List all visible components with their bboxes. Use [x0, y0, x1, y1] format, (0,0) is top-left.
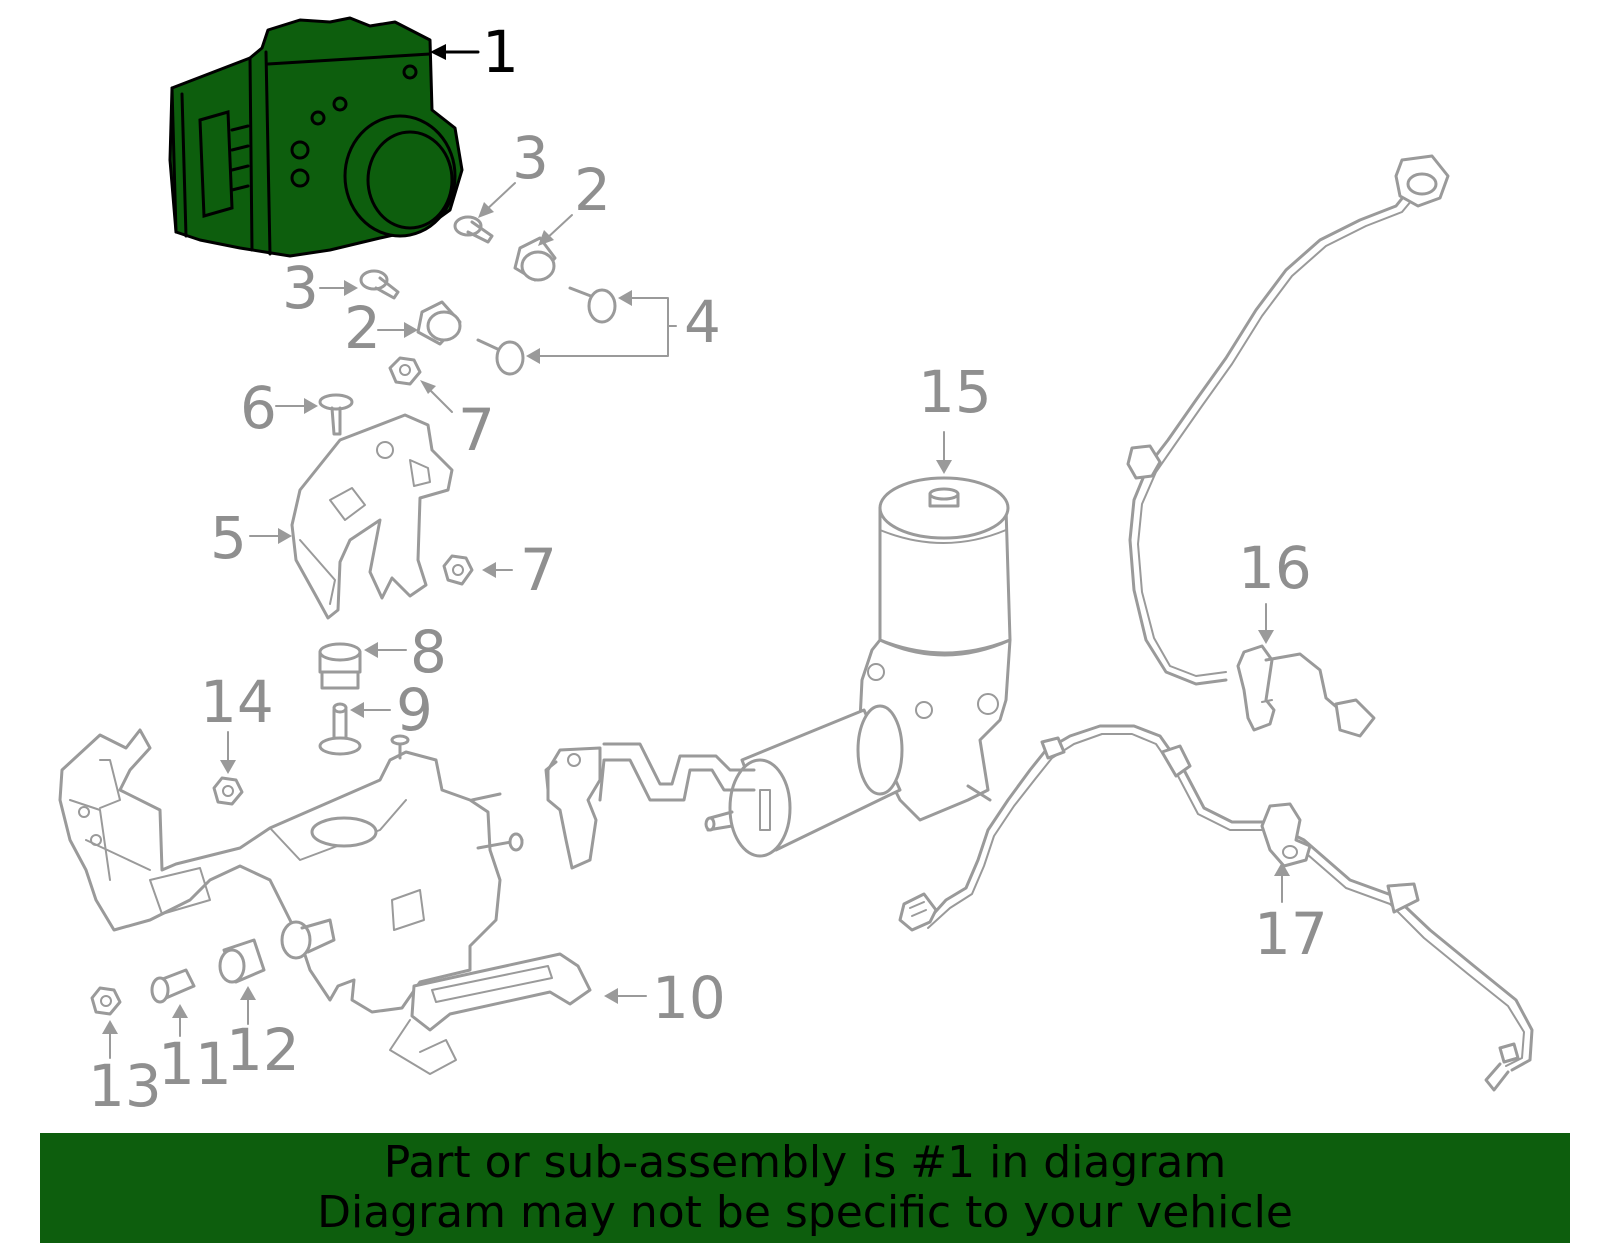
nut-part-7-upper[interactable]: [388, 356, 422, 386]
callout-9: 9: [396, 676, 433, 744]
nut-part-7-lower[interactable]: [442, 554, 474, 586]
bracket-part-10[interactable]: [410, 952, 592, 1032]
bushing-part-2-lower[interactable]: [416, 300, 462, 346]
pump-motor-part-15[interactable]: [544, 476, 1012, 870]
callout-15: 15: [918, 358, 992, 426]
callout-7-lower: 7: [520, 536, 557, 604]
callout-12: 12: [226, 1016, 300, 1084]
callout-14: 14: [200, 668, 274, 736]
banner-line-1: Part or sub-assembly is #1 in diagram: [383, 1137, 1227, 1188]
callout-2-upper: 2: [574, 156, 611, 224]
callout-8: 8: [410, 618, 447, 686]
bolt-part-4-upper[interactable]: [568, 286, 617, 324]
callout-17: 17: [1254, 900, 1328, 968]
bolt-part-4-lower[interactable]: [476, 338, 525, 376]
bushing-part-12[interactable]: [218, 938, 266, 984]
grommet-part-8[interactable]: [318, 642, 362, 690]
callout-7-upper: 7: [458, 396, 495, 464]
callout-10: 10: [652, 964, 726, 1032]
bolt-part-3-upper[interactable]: [453, 215, 494, 244]
bracket-frame-assembly[interactable]: [58, 728, 524, 1075]
callout-11: 11: [158, 1030, 232, 1098]
bolt-part-6[interactable]: [318, 393, 354, 436]
callout-6: 6: [240, 374, 277, 442]
callout-3-upper: 3: [512, 124, 549, 192]
nut-part-13[interactable]: [90, 986, 122, 1016]
callout-13: 13: [88, 1052, 162, 1120]
callout-1: 1: [482, 18, 519, 86]
collar-part-9[interactable]: [318, 702, 362, 756]
speed-sensor-harness-part-16[interactable]: [1126, 154, 1450, 738]
callout-2-lower: 2: [344, 294, 381, 362]
bracket-part-5[interactable]: [290, 413, 454, 620]
collar-part-11[interactable]: [150, 968, 196, 1004]
disclaimer-banner: Part or sub-assembly is #1 in diagram Di…: [40, 1133, 1570, 1243]
speed-sensor-harness-part-17[interactable]: [898, 724, 1534, 1092]
bolt-part-3-lower[interactable]: [359, 269, 400, 300]
abs-actuator-part-1[interactable]: [168, 16, 464, 258]
bushing-part-2-upper[interactable]: [513, 236, 557, 282]
callout-3-lower: 3: [282, 254, 319, 322]
nut-part-14[interactable]: [212, 776, 244, 806]
banner-line-2: Diagram may not be specific to your vehi…: [317, 1187, 1293, 1238]
callout-4: 4: [684, 288, 721, 356]
callout-5: 5: [210, 504, 247, 572]
callout-16: 16: [1238, 534, 1312, 602]
